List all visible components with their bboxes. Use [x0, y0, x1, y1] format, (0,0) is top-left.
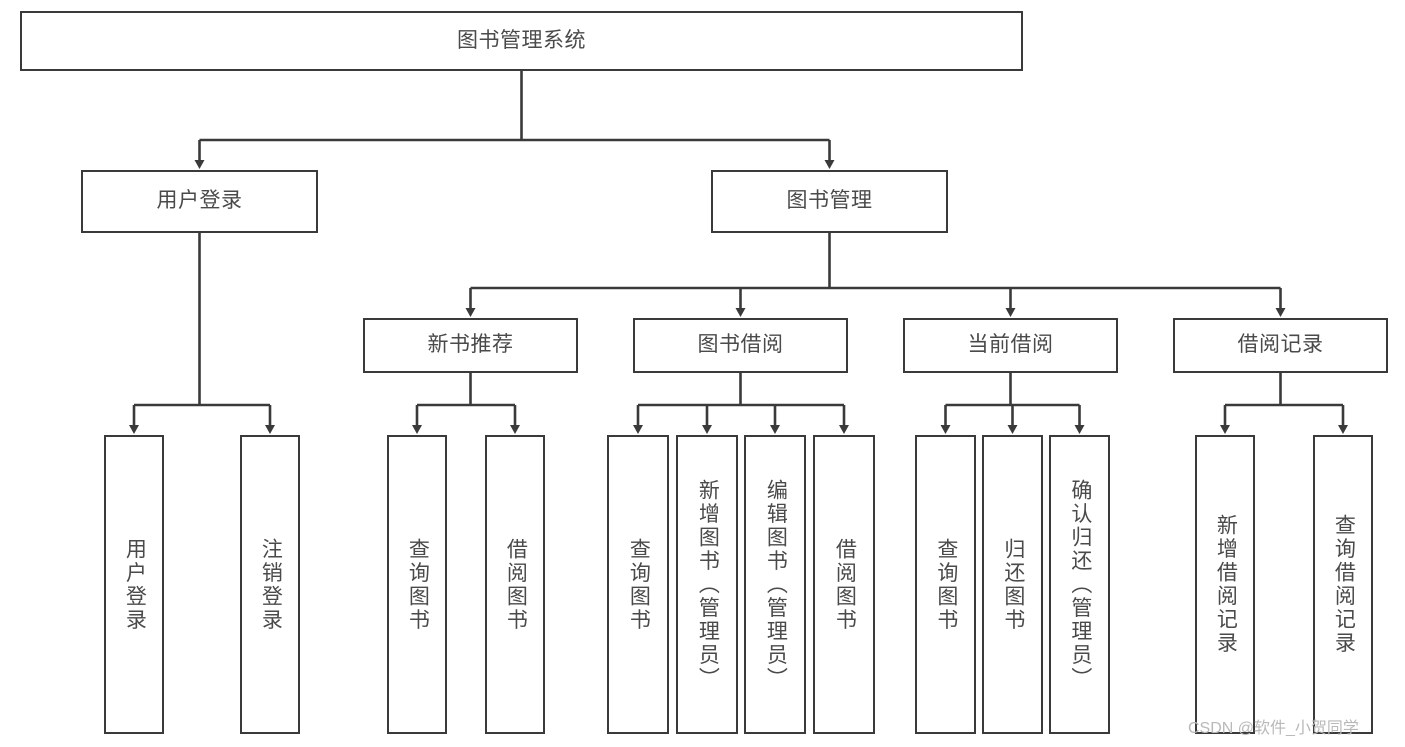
csdn-watermark: CSDN @软件_小贺同学	[1188, 720, 1359, 737]
node-label: 查询图书	[406, 537, 430, 632]
node-root[interactable]: 图书管理系统	[20, 11, 1023, 71]
node-label: 新书推荐	[427, 333, 514, 357]
node-leaf-nb-borrow[interactable]: 借阅图书	[485, 435, 545, 734]
node-leaf-rc-query[interactable]: 查询借阅记录	[1313, 435, 1373, 734]
node-leaf-cu-query[interactable]: 查询图书	[915, 435, 976, 734]
node-leaf-rc-add[interactable]: 新增借阅记录	[1195, 435, 1255, 734]
node-leaf-user-login[interactable]: 用户登录	[104, 435, 164, 734]
node-leaf-bw-edit[interactable]: 编辑图书（管理员）	[744, 435, 806, 734]
node-label: 用户登录	[156, 189, 243, 213]
node-records[interactable]: 借阅记录	[1173, 318, 1388, 373]
node-bookmgmt[interactable]: 图书管理	[711, 170, 948, 233]
node-label: 注销登录	[259, 537, 283, 632]
node-label: 用户登录	[123, 537, 147, 632]
node-label: 借阅记录	[1237, 333, 1324, 357]
node-borrow[interactable]: 图书借阅	[633, 318, 848, 373]
node-label: 查询图书	[627, 537, 651, 632]
node-label: 图书管理	[786, 189, 873, 213]
node-label: 借阅图书	[833, 537, 857, 632]
node-label: 新增借阅记录	[1214, 514, 1238, 655]
node-leaf-bw-add[interactable]: 新增图书（管理员）	[676, 435, 738, 734]
node-current[interactable]: 当前借阅	[903, 318, 1118, 373]
node-leaf-cu-confirm[interactable]: 确认归还（管理员）	[1049, 435, 1110, 734]
node-label: 确认归还（管理员）	[1068, 478, 1092, 691]
node-label: 归还图书	[1001, 537, 1025, 632]
node-label: 新增图书（管理员）	[696, 478, 720, 691]
node-label: 借阅图书	[504, 537, 528, 632]
node-label: 当前借阅	[967, 333, 1054, 357]
node-leaf-nb-query[interactable]: 查询图书	[387, 435, 447, 734]
node-label: 图书借阅	[697, 333, 784, 357]
node-newbook[interactable]: 新书推荐	[363, 318, 578, 373]
node-label: 编辑图书（管理员）	[764, 478, 788, 691]
node-leaf-cu-return[interactable]: 归还图书	[982, 435, 1043, 734]
node-label: 查询图书	[934, 537, 958, 632]
node-label: 图书管理系统	[457, 28, 586, 52]
node-login[interactable]: 用户登录	[81, 170, 318, 233]
node-label: 查询借阅记录	[1332, 514, 1356, 655]
node-leaf-bw-query[interactable]: 查询图书	[607, 435, 669, 734]
node-leaf-bw-borrow[interactable]: 借阅图书	[813, 435, 875, 734]
node-leaf-user-logout[interactable]: 注销登录	[240, 435, 300, 734]
